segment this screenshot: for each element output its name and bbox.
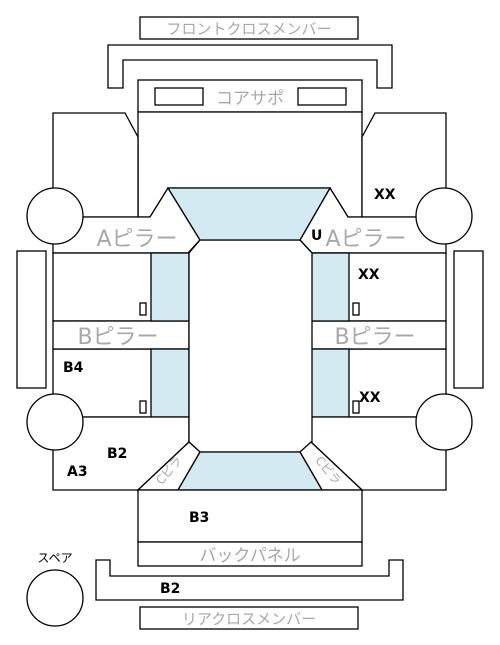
roof-panel[interactable] <box>188 239 313 453</box>
back-panel-label: バックパネル <box>199 546 300 566</box>
spare-tire[interactable]: スペア <box>26 551 84 627</box>
core-support-slot-left <box>154 87 204 106</box>
left-rear-window[interactable] <box>150 348 190 418</box>
code-a-pillar-right: U <box>311 228 322 244</box>
spare-tire-label: スペア <box>37 551 72 565</box>
code-right-rear-door: XX <box>359 390 381 406</box>
rear-bumper-bracket[interactable] <box>95 559 404 601</box>
code-rear-cross-member: B2 <box>160 581 180 597</box>
left-front-window[interactable] <box>150 252 190 322</box>
left-front-door-handle <box>139 302 147 316</box>
code-trunk: B3 <box>189 510 209 526</box>
spare-tire-wheel <box>26 569 84 627</box>
front-cross-member[interactable]: フロントクロスメンバー <box>139 16 359 40</box>
b-pillar-right-band <box>310 320 447 350</box>
rear-cross-member-label: リアクロスメンバー <box>182 610 316 628</box>
a-pillar-right-label: Aピラー <box>325 227 406 252</box>
code-right-front-door: XX <box>358 267 380 283</box>
code-front-right: XX <box>374 187 396 203</box>
right-side-step[interactable] <box>453 250 484 389</box>
b-pillar-left-label: Bピラー <box>77 325 158 350</box>
a-pillar-left-label: Aピラー <box>96 227 177 252</box>
b-pillar-right[interactable]: Bピラー <box>310 320 447 350</box>
left-side-step[interactable] <box>16 250 47 389</box>
windshield[interactable] <box>166 187 332 241</box>
core-support-slot-right <box>297 87 347 106</box>
left-rear-door-handle <box>139 400 147 414</box>
front-cross-member-box <box>139 16 359 40</box>
core-support[interactable]: コアサポ <box>137 79 363 113</box>
back-panel[interactable]: バックパネル <box>137 541 363 567</box>
back-panel-box <box>137 541 363 567</box>
rear-window[interactable] <box>176 451 324 491</box>
code-rear-left-quarter: A3 <box>67 464 88 480</box>
wheel-rear-left[interactable] <box>26 393 84 451</box>
b-pillar-right-label: Bピラー <box>334 325 415 350</box>
rear-cross-member[interactable]: リアクロスメンバー <box>139 606 359 630</box>
a-pillar-right[interactable]: Aピラー <box>299 186 447 254</box>
front-bumper-bracket[interactable] <box>107 44 393 89</box>
right-front-door-handle <box>352 302 360 316</box>
code-left-rear-door: B4 <box>63 360 84 376</box>
right-front-window[interactable] <box>310 252 350 322</box>
right-rear-door-handle <box>352 400 360 414</box>
code-rear-left-inner: B2 <box>107 446 127 462</box>
right-rear-window[interactable] <box>310 348 350 418</box>
wheel-front-left[interactable] <box>26 187 84 245</box>
core-support-label: コアサポ <box>216 89 284 109</box>
b-pillar-left[interactable]: Bピラー <box>52 320 190 350</box>
rear-cross-member-box <box>139 606 359 630</box>
front-cross-member-label: フロントクロスメンバー <box>166 20 331 38</box>
wheel-front-right[interactable] <box>415 187 473 245</box>
wheel-rear-right[interactable] <box>415 393 473 451</box>
trunk-lid[interactable] <box>137 489 363 543</box>
